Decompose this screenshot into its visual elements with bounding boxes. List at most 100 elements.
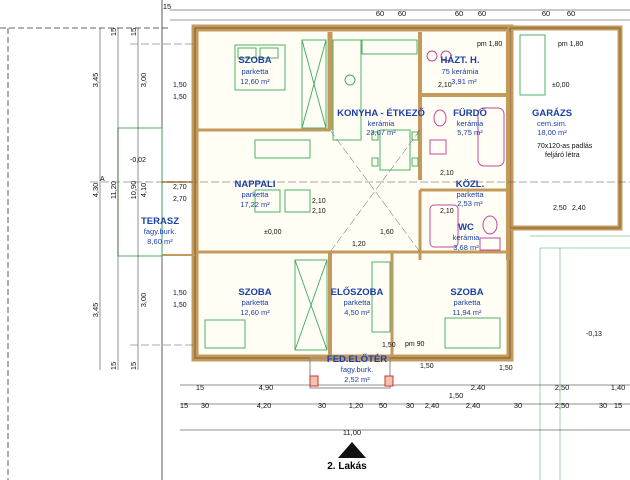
svg-text:1,50: 1,50	[173, 302, 187, 309]
svg-text:2,40: 2,40	[471, 383, 486, 392]
svg-text:15: 15	[163, 2, 171, 11]
plan-title: 2. Lakás	[327, 461, 367, 472]
level-garage: ±0,00	[552, 82, 570, 89]
svg-text:1,50: 1,50	[449, 391, 464, 400]
svg-text:TERASZ: TERASZ	[141, 216, 179, 227]
svg-text:SZOBA: SZOBA	[238, 287, 271, 298]
svg-text:1,50: 1,50	[173, 94, 187, 101]
svg-text:12,60 m²: 12,60 m²	[240, 77, 270, 86]
svg-text:4,20: 4,20	[257, 401, 272, 410]
svg-text:fagy.burk.: fagy.burk.	[341, 365, 373, 374]
svg-text:60: 60	[455, 9, 463, 18]
window-height-labels: 1,50 1,50 1,50 1,50 2,70 2,70 2,10 2,10 …	[173, 82, 586, 372]
svg-text:60: 60	[398, 9, 406, 18]
svg-text:3,45: 3,45	[91, 73, 100, 88]
svg-text:2,50: 2,50	[553, 205, 567, 212]
svg-text:1,20: 1,20	[349, 401, 364, 410]
svg-text:2,52 m²: 2,52 m²	[344, 375, 370, 384]
svg-text:1,60: 1,60	[380, 229, 394, 236]
svg-text:3,68 m²: 3,68 m²	[453, 243, 479, 252]
room-label-szoba3: SZOBA parketta 11,94 m²	[450, 287, 483, 317]
total-width: 11,00	[343, 428, 361, 437]
dims-top: 15 60 60 60 60 60 60	[163, 2, 575, 18]
svg-text:KÖZL.: KÖZL.	[456, 179, 485, 190]
svg-text:30: 30	[406, 401, 414, 410]
svg-text:KONYHA - ÉTKEZŐ: KONYHA - ÉTKEZŐ	[337, 107, 425, 119]
svg-text:8,60 m²: 8,60 m²	[147, 237, 173, 246]
svg-text:17,22 m²: 17,22 m²	[240, 200, 270, 209]
svg-text:FED.ELŐTÉR: FED.ELŐTÉR	[327, 353, 387, 365]
dims-left-outer: 3,45 4,30 3,45	[91, 73, 100, 318]
svg-text:10,90: 10,90	[129, 181, 138, 200]
room-label-fedeloter: FED.ELŐTÉR fagy.burk. 2,52 m²	[327, 353, 387, 384]
svg-text:fagy.burk.: fagy.burk.	[144, 227, 176, 236]
svg-text:1,50: 1,50	[420, 363, 434, 370]
room-label-furdo: FÜRDŐ kerámia 5,75 m²	[453, 107, 487, 137]
room-label-kozl: KÖZL. parketta 2,53 m²	[456, 179, 485, 208]
svg-text:GARÁZS: GARÁZS	[532, 108, 572, 119]
svg-text:2,40: 2,40	[425, 401, 440, 410]
svg-text:75 kerámia: 75 kerámia	[441, 67, 479, 76]
svg-text:kerámia: kerámia	[368, 119, 396, 128]
room-label-eloszoba: ELŐSZOBA parketta 4,50 m²	[331, 286, 384, 317]
section-mark: A	[100, 176, 105, 183]
svg-text:2,50: 2,50	[555, 383, 570, 392]
svg-text:WC: WC	[458, 222, 474, 233]
svg-text:3,00: 3,00	[139, 73, 148, 88]
level-terrace: -0,02	[130, 157, 146, 164]
room-label-nappali: NAPPALI parketta 17,22 m²	[235, 179, 276, 209]
svg-text:cem.sim.: cem.sim.	[537, 119, 567, 128]
svg-text:1,50: 1,50	[382, 342, 396, 349]
column-left-icon	[309, 375, 319, 387]
dims-bottom-row2: 15 30 4,20 30 1,20 50 30 2,40 1,50 2,40 …	[180, 391, 622, 410]
room-label-szoba1: SZOBA parketta 12,60 m²	[238, 55, 271, 86]
svg-text:HÁZT. H.: HÁZT. H.	[440, 55, 479, 66]
svg-text:60: 60	[478, 9, 486, 18]
svg-text:60: 60	[542, 9, 550, 18]
svg-text:1,50: 1,50	[173, 82, 187, 89]
svg-text:parketta: parketta	[241, 67, 269, 76]
svg-text:15: 15	[614, 401, 622, 410]
svg-text:4,50 m²: 4,50 m²	[344, 308, 370, 317]
level-marks: ±0,00 ±0,00 -0,02 -0,13	[130, 82, 602, 338]
dims-left-inner: 3,00 11,20 10,90 4,10 3,00 15 15 15 15	[109, 28, 148, 370]
svg-text:3,91 m²: 3,91 m²	[451, 77, 477, 86]
svg-text:2,40: 2,40	[466, 401, 481, 410]
dims-bottom-row1: 15 4,90 2,40 2,50 1,40	[196, 383, 625, 392]
notes: 70x120-as padlás feljáró létra A pm 1,80…	[100, 41, 593, 348]
svg-text:5,75 m²: 5,75 m²	[457, 128, 483, 137]
svg-text:15: 15	[109, 362, 118, 370]
svg-text:parketta: parketta	[241, 190, 269, 199]
svg-text:1,40: 1,40	[611, 383, 626, 392]
room-label-konyha: KONYHA - ÉTKEZŐ kerámia 23,07 m²	[337, 107, 425, 137]
sanitary	[426, 50, 505, 251]
svg-text:2,10: 2,10	[312, 208, 326, 215]
svg-text:2,70: 2,70	[173, 196, 187, 203]
svg-text:kerámia: kerámia	[457, 119, 485, 128]
svg-text:4,10: 4,10	[139, 183, 148, 198]
svg-text:12,60 m²: 12,60 m²	[240, 308, 270, 317]
svg-text:15: 15	[180, 401, 188, 410]
svg-text:feljáró létra: feljáró létra	[545, 152, 580, 159]
svg-text:pm 1,80: pm 1,80	[558, 41, 583, 48]
svg-text:kerámia: kerámia	[453, 233, 481, 242]
building-walls	[162, 24, 623, 389]
svg-text:3,45: 3,45	[91, 303, 100, 318]
svg-text:1,50: 1,50	[173, 290, 187, 297]
room-label-garazs: GARÁZS cem.sim. 18,00 m²	[532, 108, 572, 137]
svg-text:3,00: 3,00	[139, 293, 148, 308]
svg-text:parketta: parketta	[456, 190, 484, 199]
svg-text:parketta: parketta	[343, 298, 371, 307]
svg-text:1,50: 1,50	[499, 365, 513, 372]
svg-text:15: 15	[196, 383, 204, 392]
room-label-szoba2: SZOBA parketta 12,60 m²	[238, 287, 271, 317]
svg-text:FÜRDŐ: FÜRDŐ	[453, 107, 487, 119]
svg-text:15: 15	[109, 28, 118, 36]
svg-text:30: 30	[318, 401, 326, 410]
svg-text:2,10: 2,10	[440, 170, 454, 177]
svg-text:2,10: 2,10	[312, 198, 326, 205]
svg-text:70x120-as padlás: 70x120-as padlás	[537, 143, 593, 150]
svg-text:2,40: 2,40	[572, 205, 586, 212]
svg-text:30: 30	[514, 401, 522, 410]
